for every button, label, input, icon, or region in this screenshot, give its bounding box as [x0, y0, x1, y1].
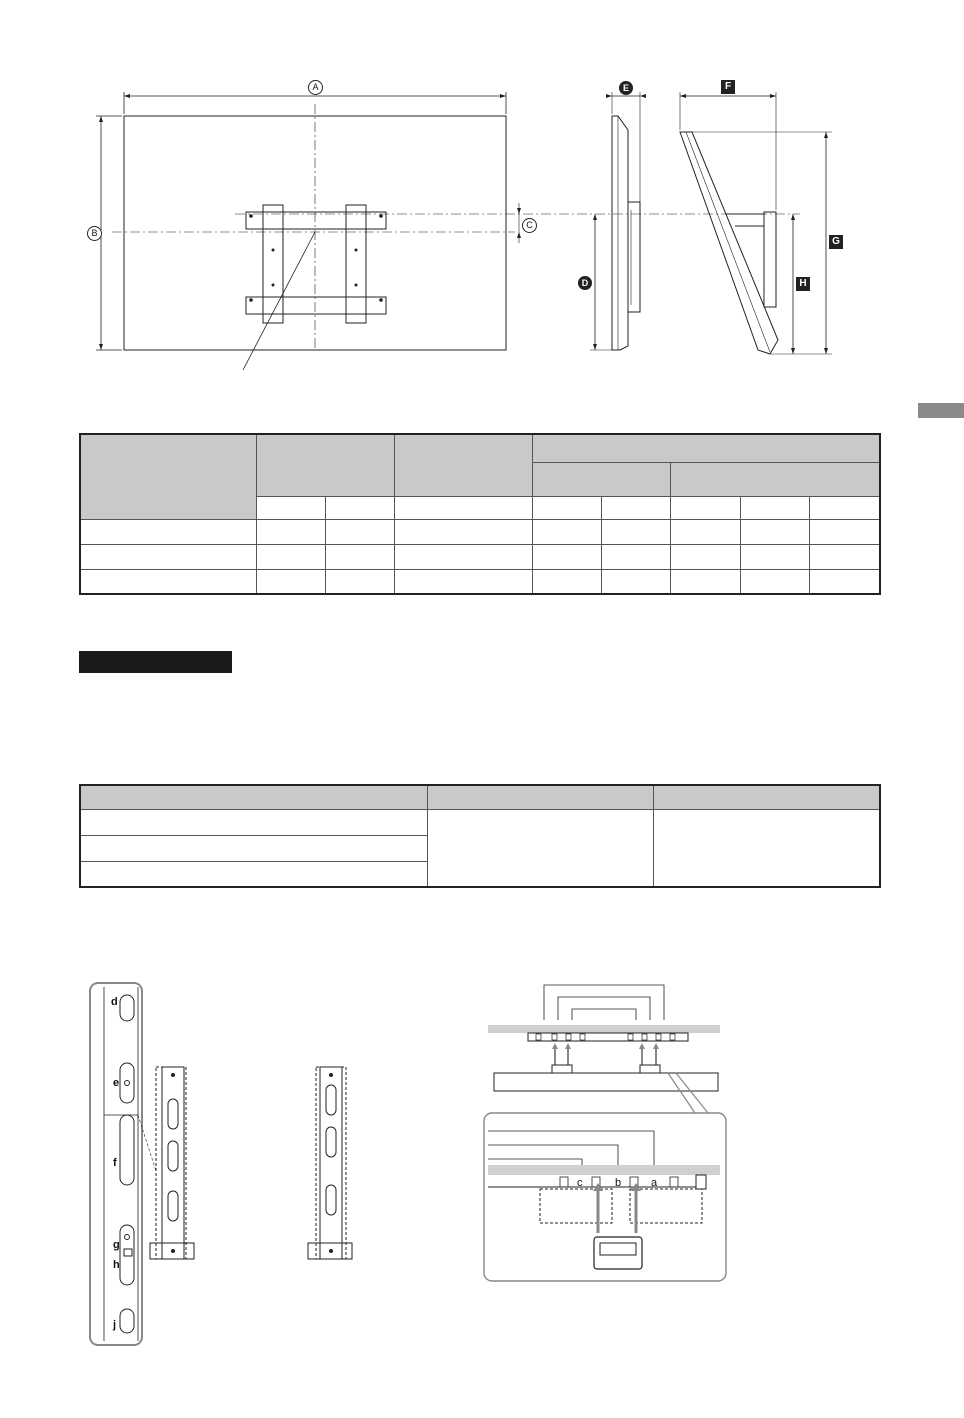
- hole-label-e: e: [113, 1077, 120, 1089]
- dim-label-e: E: [619, 81, 633, 95]
- hole-label-g: g: [113, 1239, 120, 1251]
- table-row: [79, 518, 881, 545]
- table-row: [79, 568, 881, 595]
- bracket-detail-diagram: [89, 982, 353, 1346]
- dim-label-d: D: [578, 276, 592, 290]
- hole-label-j: j: [113, 1319, 117, 1331]
- hole-label-d: d: [111, 996, 118, 1008]
- slot-label-c: c: [577, 1177, 583, 1189]
- table-row: [79, 834, 880, 862]
- section-tab-marker: [918, 403, 964, 418]
- table1-header-length: [531, 433, 881, 463]
- table1-col-h: [808, 495, 881, 520]
- slot-label-b: b: [615, 1177, 622, 1189]
- table-row: [79, 860, 880, 888]
- table1-col-b: [324, 495, 395, 520]
- dimensions-table: [79, 433, 882, 595]
- table1-col-d: [531, 495, 602, 520]
- hole-label-f: f: [113, 1157, 117, 1169]
- dim-label-h: H: [796, 277, 810, 291]
- table1-col-g: [739, 495, 810, 520]
- tv-front-outline: [123, 115, 507, 351]
- hook-location-table: [79, 784, 881, 888]
- dim-label-a: A: [308, 80, 323, 95]
- dim-label-g: G: [829, 235, 843, 249]
- section-heading-bar: [79, 651, 232, 673]
- table-row: [79, 543, 881, 570]
- table1-header-angle-20: [669, 461, 881, 497]
- slot-label-a: a: [651, 1177, 658, 1189]
- dim-label-f: F: [721, 80, 735, 94]
- table1-col-a: [255, 495, 326, 520]
- table1-col-f: [669, 495, 741, 520]
- table1-header-model: [79, 433, 257, 520]
- dim-label-c: C: [522, 218, 537, 233]
- table2-header-screw: [426, 784, 654, 810]
- table1-col-c: [393, 495, 533, 520]
- hook-installation-diagram: [483, 984, 727, 1282]
- dimension-diagram: [96, 92, 832, 371]
- table2-header-hook: [652, 784, 881, 810]
- table1-header-screen-center: [393, 433, 533, 497]
- table1-header-display-dims: [255, 433, 395, 497]
- table1-header-angle-0: [531, 461, 671, 497]
- table-row: [79, 808, 881, 888]
- dim-label-b: B: [87, 226, 102, 241]
- table1-col-e: [600, 495, 671, 520]
- hole-label-h: h: [113, 1259, 120, 1271]
- table2-header-model: [79, 784, 428, 810]
